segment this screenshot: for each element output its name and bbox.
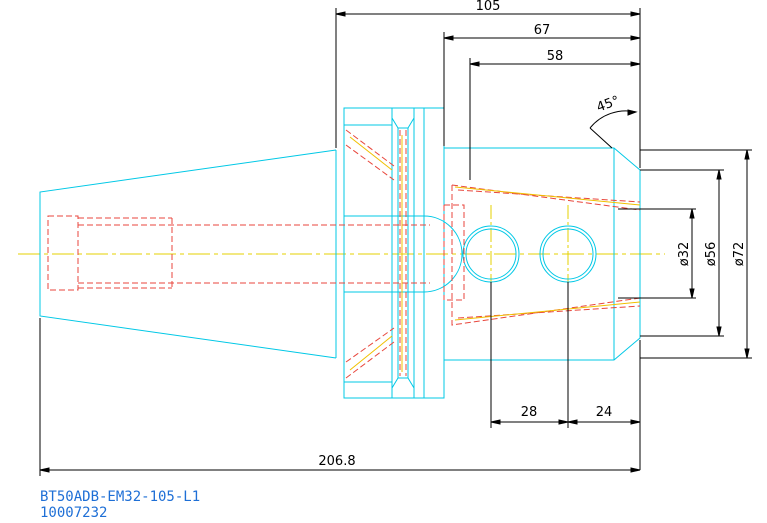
dimension-lines: [39, 8, 752, 476]
hatch-lines: [349, 135, 641, 372]
holder-outline: [39, 107, 641, 399]
dim-58: 58: [547, 49, 564, 64]
dim-overall-length: 206.8: [318, 454, 355, 469]
dim-angle-45: 45°: [595, 93, 622, 115]
dim-dia-56: ø56: [704, 242, 719, 267]
dim-67: 67: [534, 23, 551, 38]
part-number: 10007232: [40, 505, 108, 521]
part-code: BT50ADB-EM32-105-L1: [40, 489, 201, 505]
dim-dia-32: ø32: [677, 242, 692, 267]
dim-dia-72: ø72: [732, 242, 747, 267]
dim-24: 24: [596, 405, 613, 420]
hidden-lines: [47, 129, 641, 379]
dim-28: 28: [521, 405, 538, 420]
dim-105: 105: [476, 0, 501, 14]
